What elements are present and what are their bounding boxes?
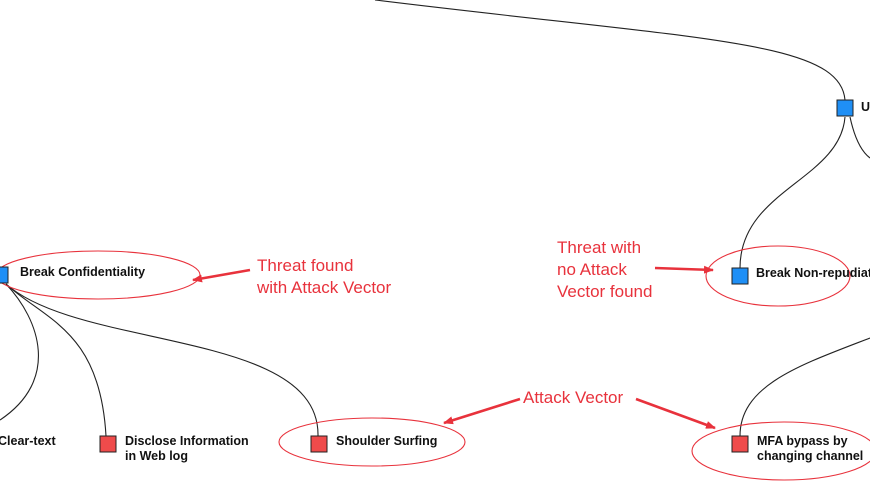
break-confidentiality-label: Break Confidentiality <box>20 265 146 279</box>
break-non-repudiation-label: Break Non-repudiat <box>756 266 870 280</box>
edge-root-to-top-right <box>374 0 846 101</box>
threat-node-top-right[interactable] <box>836 99 854 117</box>
threat-none-annotation-line2: no Attack <box>557 260 627 279</box>
attack-vector-arrow-right <box>635 397 716 430</box>
threat-found-annotation-line1: Threat found <box>257 256 354 275</box>
edge-offscreen-to-mfa <box>739 337 870 437</box>
edge-top-right-to-non-repudiation <box>739 116 846 269</box>
edge-top-right-to-offscreen <box>849 116 870 159</box>
attack-node-mfa-bypass[interactable] <box>731 435 749 453</box>
top-right-node-label: U <box>861 100 870 114</box>
edge-confidentiality-to-disclose <box>5 283 107 437</box>
threat-none-annotation: Threat with no Attack Vector found <box>557 237 652 303</box>
threat-none-highlight <box>705 245 851 307</box>
edge-confidentiality-to-clear-text <box>0 283 39 421</box>
mfa-bypass-label-line2: changing channel <box>757 449 864 463</box>
disclose-information-label-line2: in Web log <box>125 449 188 463</box>
attack-vector-annotation: Attack Vector <box>523 388 624 407</box>
clear-text-label: Clear-text <box>0 434 56 448</box>
mfa-bypass-label: MFA bypass by changing channel <box>757 434 863 464</box>
threat-found-annotation-line2: with Attack Vector <box>257 278 392 297</box>
edge-confidentiality-to-shoulder-surfing <box>5 283 319 437</box>
attack-vector-arrow-left <box>443 397 521 425</box>
disclose-information-label-line1: Disclose Information <box>125 434 249 448</box>
attack-node-shoulder-surfing[interactable] <box>310 435 328 453</box>
mfa-bypass-highlight <box>691 421 870 481</box>
threat-found-annotation: Threat found with Attack Vector <box>257 255 391 299</box>
attack-node-disclose-information[interactable] <box>99 435 117 453</box>
threat-none-arrow <box>654 265 714 274</box>
shoulder-surfing-highlight <box>278 417 466 467</box>
threat-node-break-non-repudiation[interactable] <box>731 267 749 285</box>
threat-found-arrow <box>192 268 251 283</box>
threat-none-annotation-line1: Threat with <box>557 238 642 257</box>
threat-none-annotation-line3: Vector found <box>557 282 653 301</box>
threat-node-break-confidentiality[interactable] <box>0 266 9 284</box>
mfa-bypass-label-line1: MFA bypass by <box>757 434 848 448</box>
shoulder-surfing-label: Shoulder Surfing <box>336 434 438 448</box>
disclose-information-label: Disclose Information in Web log <box>125 434 249 464</box>
